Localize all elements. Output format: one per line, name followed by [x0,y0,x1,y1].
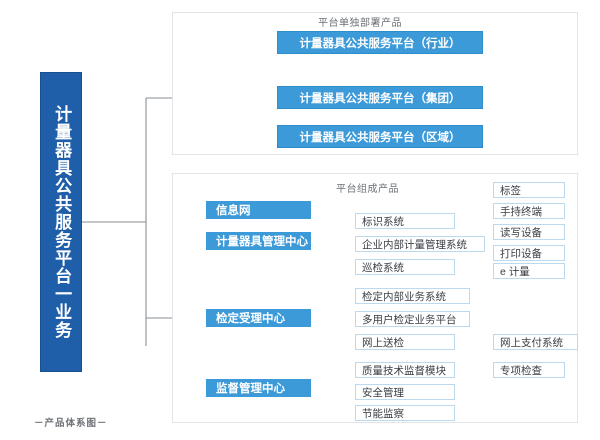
node-module-inspection-system[interactable]: 巡检系统 [355,259,455,275]
node-module-energy-saving-supervision[interactable]: 节能监察 [355,405,455,421]
node-leaf-online-payment-system[interactable]: 网上支付系统 [493,334,578,350]
node-device-handheld-terminal[interactable]: 手持终端 [493,203,565,219]
node-module-safety-management[interactable]: 安全管理 [355,384,455,400]
node-module-online-submission[interactable]: 网上送检 [355,334,455,350]
node-device-tag[interactable]: 标签 [493,182,565,198]
node-leaf-e-metering[interactable]: e 计量 [493,263,565,279]
root-node-label: 计量器具公共服务平台一业务 [52,105,72,339]
node-module-identification-system[interactable]: 标识系统 [355,213,455,229]
figure-caption: －产品体系图－ [34,418,108,429]
node-standalone-region[interactable]: 计量器具公共服务平台（区域） [277,125,483,148]
node-device-printer[interactable]: 打印设备 [493,245,565,261]
root-node[interactable]: 计量器具公共服务平台一业务 [40,72,82,372]
node-center-metering-management[interactable]: 计量器具管理中心 [206,232,311,250]
node-leaf-special-inspection[interactable]: 专项检查 [493,362,565,378]
panel-composition-title: 平台组成产品 [336,184,399,195]
node-center-information-network[interactable]: 信息网 [206,201,311,219]
node-center-verification-acceptance[interactable]: 检定受理中心 [206,309,311,327]
node-module-multiuser-verification-platform[interactable]: 多用户检定业务平台 [355,311,470,327]
node-center-supervision-management[interactable]: 监督管理中心 [206,379,311,397]
node-standalone-industry[interactable]: 计量器具公共服务平台（行业） [277,31,483,54]
node-module-verification-internal-system[interactable]: 检定内部业务系统 [355,288,470,304]
panel-standalone-title: 平台单独部署产品 [318,18,402,29]
node-module-enterprise-metering-system[interactable]: 企业内部计量管理系统 [355,236,485,252]
node-module-quality-supervision[interactable]: 质量技术监督模块 [355,362,455,378]
node-device-reader-writer[interactable]: 读写设备 [493,224,565,240]
node-standalone-group[interactable]: 计量器具公共服务平台（集团） [277,86,483,109]
